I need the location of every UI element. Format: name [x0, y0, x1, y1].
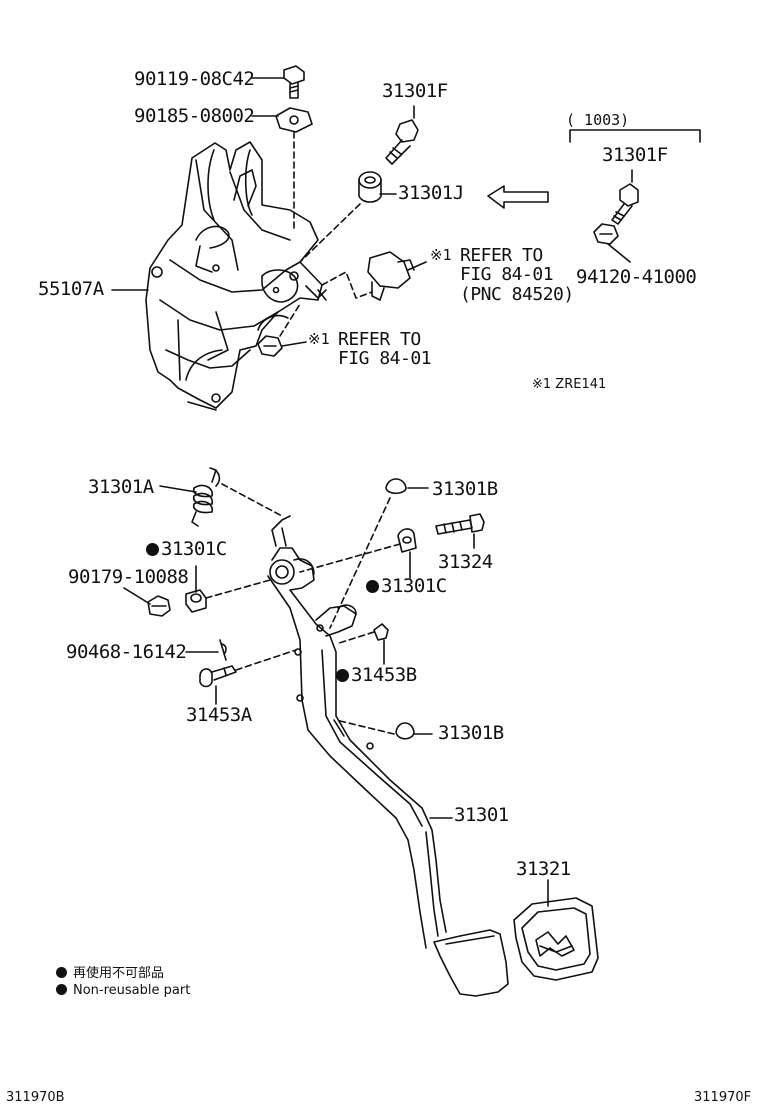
nut-90179-icon — [147, 595, 171, 617]
part-label-31301b-mid: 31301B — [438, 722, 504, 744]
clip-90468-icon — [219, 639, 227, 661]
leader — [407, 261, 427, 271]
part-label-31301f: 31301F — [382, 80, 448, 102]
leader — [281, 341, 307, 347]
leader-dash — [205, 579, 271, 599]
direction-arrow-icon — [487, 185, 549, 209]
boss-31301j-icon — [358, 171, 382, 203]
part-label-31301c-right: 31301C — [366, 577, 447, 596]
leader-dash — [221, 483, 283, 517]
leader-dash — [279, 303, 301, 337]
legend-text-jp: 再使用不可部品 — [73, 966, 165, 981]
part-label-31301b-top: 31301B — [432, 478, 498, 500]
legend-text-en: Non-reusable part — [73, 983, 191, 998]
legend-dot-icon — [56, 984, 67, 995]
date-bracket-line — [569, 129, 701, 143]
non-reusable-dot-icon — [366, 580, 379, 593]
pin-31453b-icon — [373, 623, 389, 641]
part-label-94120-41000: 94120-41000 — [576, 266, 697, 288]
leader — [159, 485, 197, 493]
date-range-label: ( 1003) — [566, 111, 630, 129]
bushing-31301c-right-icon — [397, 528, 417, 553]
reference-text-2-line2: FIG 84-01 — [338, 348, 432, 369]
stop-lamp-switch-icon — [367, 251, 415, 301]
reference-mark-1: ※1 — [430, 246, 452, 264]
reference-text-1-line1: REFER TO — [460, 245, 543, 266]
part-label-31453b-text: 31453B — [351, 664, 417, 686]
leader-dash — [299, 203, 361, 263]
part-label-31301c-left: 31301C — [146, 540, 227, 559]
part-label-31301c-right-text: 31301C — [381, 575, 447, 597]
model-note: ※1 ZRE141 — [532, 377, 607, 392]
part-label-31453b: 31453B — [336, 666, 417, 685]
bolt-31301f-icon — [385, 119, 419, 165]
cushion-31301b-mid-icon — [395, 722, 415, 740]
leader-dash — [335, 631, 375, 645]
legend-row-jp: 再使用不可部品 — [56, 962, 164, 981]
part-label-90185-08002: 90185-08002 — [134, 105, 255, 127]
leader-dash — [235, 649, 297, 671]
leader — [123, 587, 151, 605]
part-label-31301: 31301 — [454, 804, 509, 826]
clip-nut-90185-icon — [275, 107, 313, 133]
part-label-31453a: 31453A — [186, 704, 252, 726]
part-label-90179-10088: 90179-10088 — [68, 566, 189, 588]
cushion-31301b-icon — [385, 478, 407, 495]
reference-text-1-line3: (PNC 84520) — [460, 284, 574, 305]
pedal-foot-icon — [433, 929, 509, 997]
footer-code-right: 311970F — [694, 1090, 752, 1105]
bolt-90119-icon — [283, 65, 305, 99]
nut-94120-icon — [593, 223, 619, 245]
part-label-31301c-left-text: 31301C — [161, 538, 227, 560]
reference-text-1-line2: FIG 84-01 — [460, 264, 554, 285]
part-label-31301a: 31301A — [88, 476, 154, 498]
bushing-31301c-left-icon — [185, 589, 207, 613]
part-label-90468-16142: 90468-16142 — [66, 641, 187, 663]
return-spring-31301a-icon — [191, 467, 221, 527]
part-label-31301j: 31301J — [398, 182, 464, 204]
reference-mark-2: ※1 — [308, 330, 330, 348]
part-label-90119-08c42: 90119-08C42 — [134, 68, 255, 90]
bolt-31301f-alt-icon — [611, 183, 639, 225]
reference-text-2-line1: REFER TO — [338, 329, 421, 350]
pedal-pad-31321-icon — [513, 897, 599, 981]
part-label-31324: 31324 — [438, 551, 493, 573]
pedal-arm-31301-drawing — [267, 515, 447, 949]
leader-dash — [329, 497, 391, 629]
non-reusable-dot-icon — [336, 669, 349, 682]
non-reusable-dot-icon — [146, 543, 159, 556]
bolt-31324-icon — [435, 513, 485, 535]
legend-dot-icon — [56, 967, 67, 978]
part-label-55107a: 55107A — [38, 278, 104, 300]
leader-dash — [321, 271, 373, 299]
part-label-31321: 31321 — [516, 858, 571, 880]
leader-dash — [299, 543, 401, 573]
footer-code-left: 311970B — [6, 1090, 65, 1105]
pin-31453a-icon — [199, 665, 237, 688]
leader-dash — [335, 719, 395, 735]
legend-row-en: Non-reusable part — [56, 983, 190, 998]
part-label-31301f-alt: 31301F — [602, 144, 668, 166]
leader — [607, 243, 631, 263]
bracket-55107a-drawing — [145, 141, 327, 411]
hex-nut-icon — [257, 335, 283, 357]
